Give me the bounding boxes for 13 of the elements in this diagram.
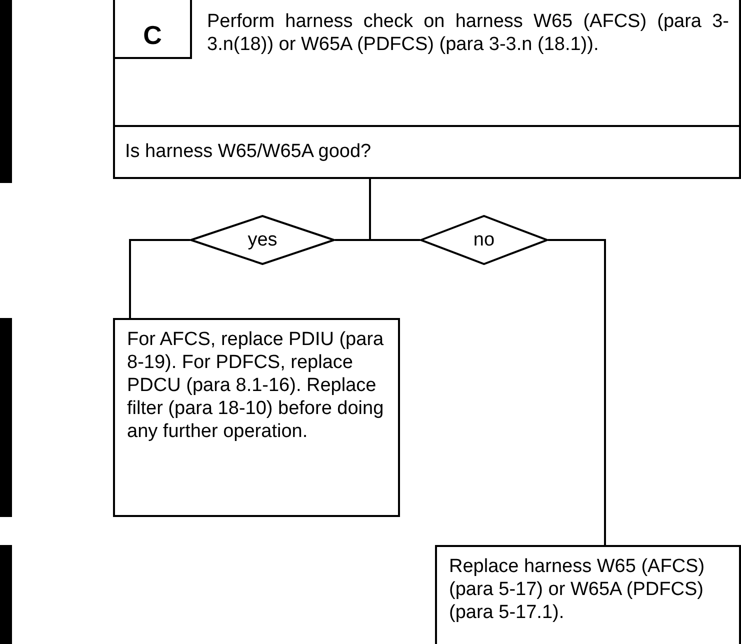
question-text: Is harness W65/W65A good? <box>115 125 739 176</box>
connector-line <box>369 179 420 241</box>
decision-label: no <box>472 228 496 252</box>
action-box: Replace harness W65 (AFCS) (para 5-17) or W65A (PDFCS) (para 5-17.1). <box>435 545 741 644</box>
step-instruction: Perform harness check on harness W65 (AFCS) (para 3-3.n(18)) or W65A (PDFCS) (para 3-3.n (18.1)). <box>207 10 729 56</box>
step-box <box>113 0 741 179</box>
decision-label: yes <box>246 228 278 252</box>
step-letter-box: C <box>113 0 192 59</box>
decision-diamond <box>420 215 548 265</box>
decision-diamond <box>190 215 335 265</box>
action-box: For AFCS, replace PDIU (para 8-19). For PDFCS, replace PDCU (para 8.1-16). Replace filter (para 18-10) before doing any further operation. <box>113 318 400 517</box>
connector-line <box>548 239 606 545</box>
connector-line <box>129 239 190 318</box>
